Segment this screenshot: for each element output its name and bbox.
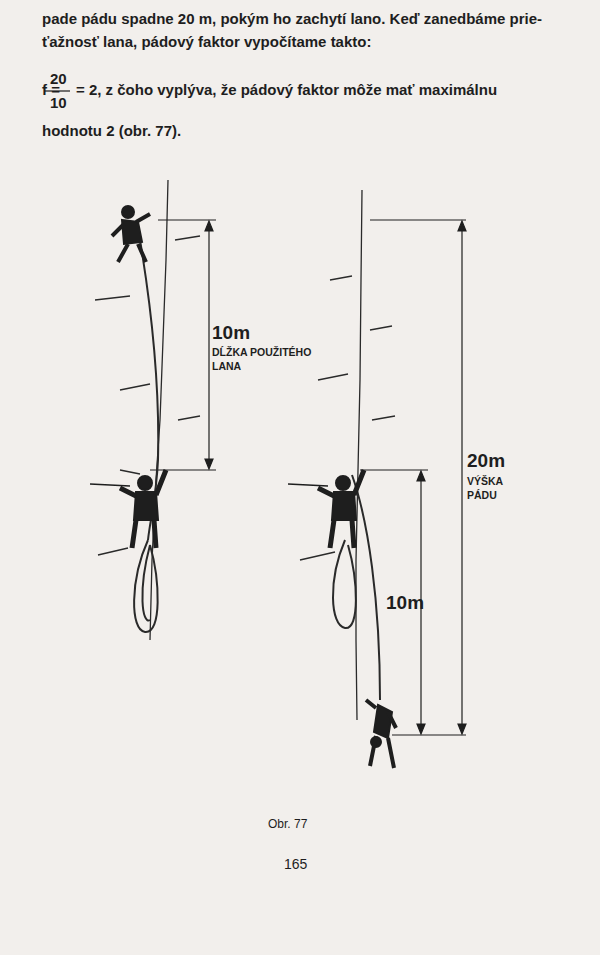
page-number: 165: [284, 856, 307, 872]
dimension-value: 10m: [212, 322, 250, 344]
dimension-line: [461, 224, 462, 731]
body-text: ťažnosť lana, pádový faktor vypočítame t…: [42, 33, 371, 50]
rock-crack: [95, 236, 200, 555]
rope-coil: [134, 540, 158, 632]
dimension-line: [208, 224, 209, 466]
figure-caption: Obr. 77: [268, 818, 307, 832]
rock-wall: [356, 190, 362, 720]
dimension-caption: VÝŠKA PÁDU: [467, 474, 527, 502]
body-text: hodnotu 2 (obr. 77).: [42, 122, 181, 139]
formula-numerator: 20: [50, 70, 67, 87]
dimension-value: 20m: [467, 450, 505, 472]
climber: [112, 206, 150, 262]
rope-coil: [333, 540, 356, 628]
belayer: [90, 470, 166, 548]
rock-crack: [300, 276, 395, 560]
falling-climber: [366, 700, 396, 768]
dimension-value: 10m: [386, 592, 424, 614]
body-text: pade pádu spadne 20 m, pokým ho zachytí …: [42, 10, 542, 27]
belayer: [288, 470, 364, 548]
dimension-caption: DĹŽKA POUŽITÉHO LANA: [212, 345, 312, 373]
body-text: = 2, z čoho vyplýva, že pádový faktor mô…: [76, 81, 497, 98]
rock-wall: [150, 180, 168, 640]
formula-denominator: 10: [50, 94, 67, 111]
